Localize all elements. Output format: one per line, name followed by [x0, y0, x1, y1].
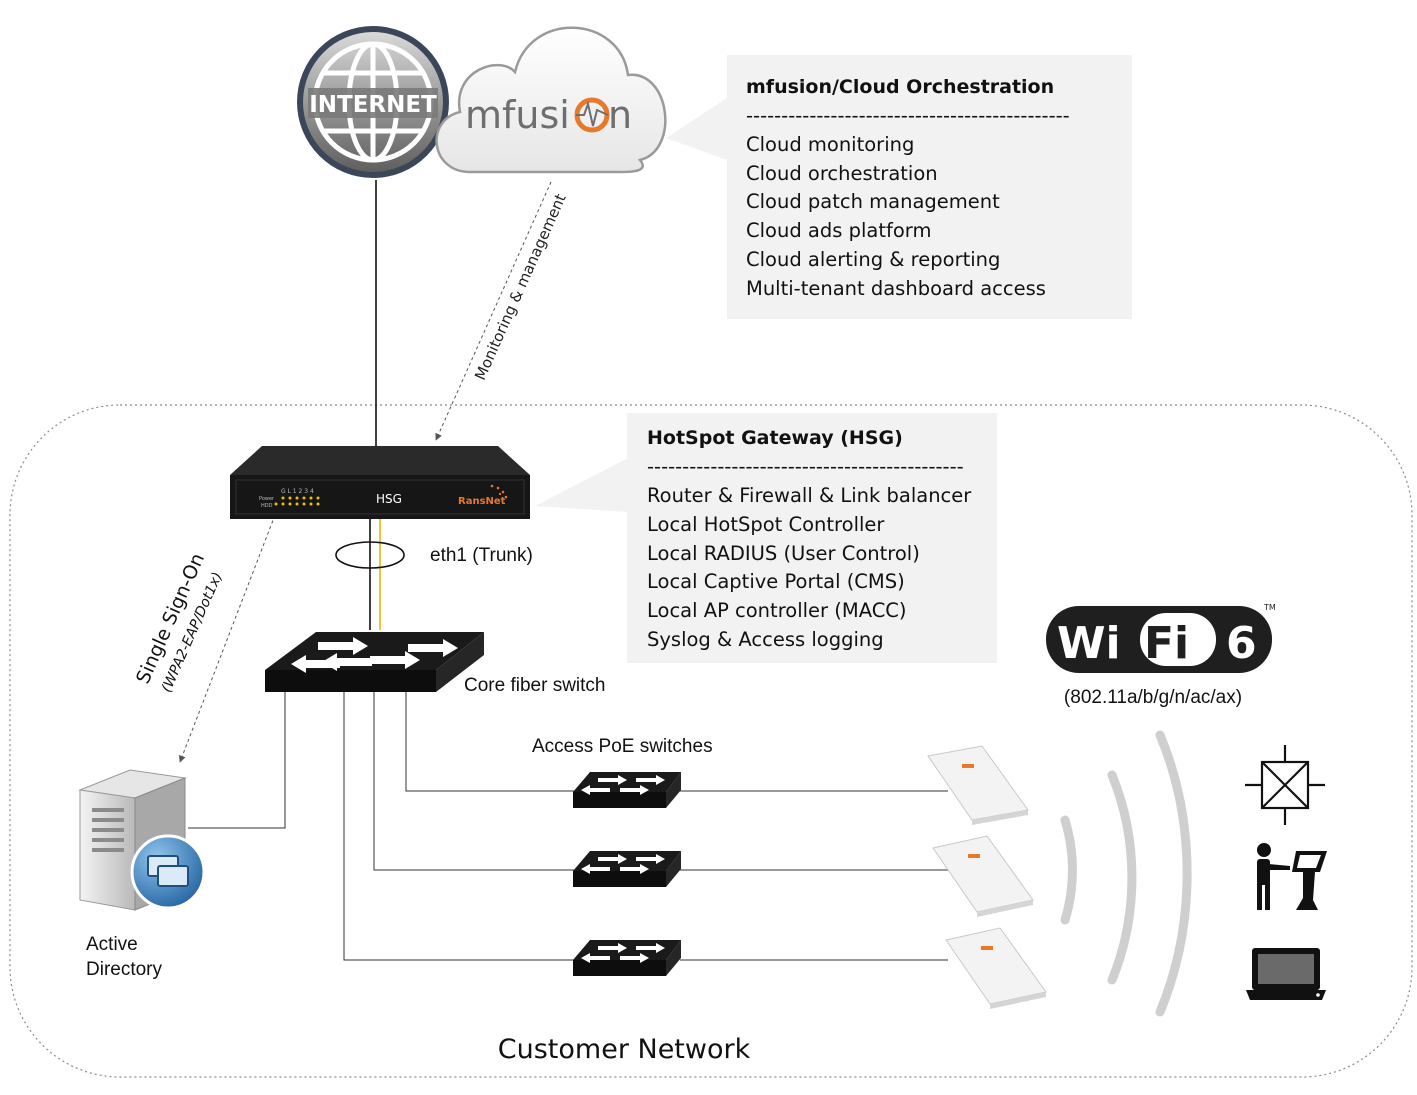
mfusion-text-end: n	[608, 93, 632, 137]
access-switches-label: Access PoE switches	[532, 736, 713, 757]
internet-label: INTERNET	[309, 92, 437, 118]
wifi-logo-wi: Wi	[1057, 618, 1121, 669]
internet-globe-icon: INTERNET	[297, 26, 449, 178]
hsg-separator: ----------------------------------------…	[647, 455, 964, 478]
wifi-logo-six: 6	[1226, 618, 1257, 669]
led-hdd-label: HDD	[261, 503, 273, 509]
led-power-label: Power	[259, 496, 275, 502]
sso-link	[178, 514, 276, 763]
hsg-item: Router & Firewall & Link balancer	[647, 484, 972, 507]
monitoring-label: Monitoring & management	[471, 191, 570, 383]
orchestration-separator: ----------------------------------------…	[746, 104, 1070, 127]
access-link-2	[373, 690, 575, 871]
orchestration-item: Cloud alerting & reporting	[746, 248, 1000, 271]
orchestration-item: Cloud orchestration	[746, 162, 938, 185]
wifi-signal-waves-icon	[1060, 730, 1192, 1017]
monitoring-link	[435, 181, 552, 441]
mfusion-cloud-icon: mfusi n	[435, 26, 667, 174]
hsg-item: Syslog & Access logging	[647, 628, 884, 651]
active-directory-server-icon	[78, 769, 206, 911]
access-link-3	[343, 690, 575, 961]
access-switch-icon	[573, 851, 681, 887]
core-switch-label: Core fiber switch	[464, 675, 606, 696]
hsg-device-label: HSG	[376, 492, 402, 506]
laptop-icon	[1246, 948, 1326, 1000]
access-point-icon	[945, 927, 1047, 1009]
hsg-item: Local AP controller (MACC)	[647, 599, 907, 622]
hsg-callout: HotSpot Gateway (HSG) ------------------…	[535, 413, 997, 663]
hsg-gateway-device: G L 1 2 3 4 Power HDD HSG RansNet	[230, 446, 530, 519]
ransnet-logo-icon	[490, 484, 508, 499]
orchestration-item: Cloud patch management	[746, 190, 1000, 213]
access-switch-icon	[573, 772, 681, 808]
orchestration-item: Cloud monitoring	[746, 133, 914, 156]
ransnet-brand: RansNet	[458, 496, 506, 507]
iot-device-icon	[1245, 745, 1325, 825]
status-led-icon	[274, 496, 320, 506]
trunk-ring	[335, 541, 405, 569]
wifi-logo-tm: TM	[1263, 603, 1276, 612]
access-point-icon	[932, 835, 1034, 917]
ad-link	[188, 690, 286, 829]
customer-network-label: Customer Network	[498, 1034, 751, 1065]
wifi-logo-fi: Fi	[1144, 618, 1189, 669]
led-header-label: G L 1 2 3 4	[281, 488, 314, 495]
orchestration-item: Multi-tenant dashboard access	[746, 277, 1046, 300]
trunk-label: eth1 (Trunk)	[430, 545, 533, 566]
hsg-title: HotSpot Gateway (HSG)	[647, 427, 903, 449]
customer-network-boundary	[9, 404, 1413, 1078]
ad-label-line1: Active	[86, 934, 138, 955]
mfusion-text-start: mfusi	[465, 93, 570, 137]
pulse-icon	[576, 100, 609, 127]
wifi-standards-label: (802.11a/b/g/n/ac/ax)	[1064, 687, 1242, 708]
orchestration-title: mfusion/Cloud Orchestration	[746, 76, 1054, 98]
core-fiber-switch-icon	[265, 632, 484, 692]
orchestration-item: Cloud ads platform	[746, 219, 931, 242]
access-point-icon	[927, 745, 1029, 825]
hsg-item: Local RADIUS (User Control)	[647, 542, 920, 565]
kiosk-user-icon	[1257, 843, 1327, 910]
orchestration-callout: mfusion/Cloud Orchestration ------------…	[666, 55, 1132, 319]
ad-label-line2: Directory	[86, 959, 163, 980]
wifi6-logo: Wi Fi 6 TM	[1046, 603, 1276, 673]
hsg-item: Local Captive Portal (CMS)	[647, 570, 905, 593]
hsg-item: Local HotSpot Controller	[647, 513, 885, 536]
access-link-1	[405, 690, 575, 792]
access-switch-icon	[573, 940, 681, 976]
